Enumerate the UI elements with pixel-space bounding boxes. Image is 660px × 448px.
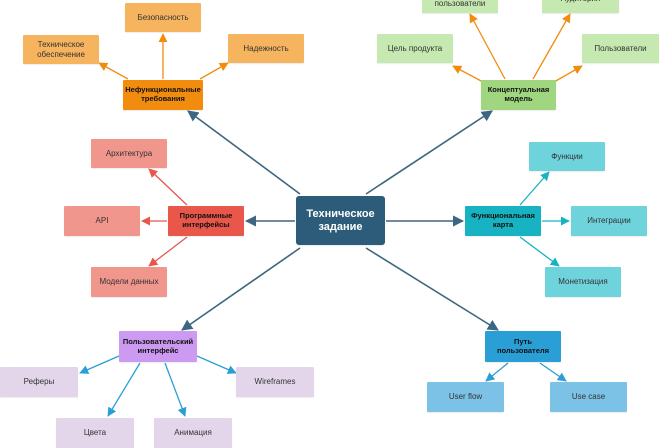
leaf-use-case[interactable]: Use case [550,382,627,412]
edge-functional-functions [519,171,550,206]
edge-nonfunctional-technical [98,62,129,80]
edge-root-user-interface [181,247,301,331]
edge-ui-references [79,355,120,374]
edge-ui-colors [107,362,141,417]
leaf-wireframes[interactable]: Wireframes [236,367,314,397]
leaf-monetization[interactable]: Монетизация [545,267,621,297]
edge-root-nonfunctional [187,110,301,195]
hub-programming-interfaces[interactable]: Программные интерфейсы [168,206,244,236]
edge-nonfunctional-reliability [199,62,229,80]
edge-ui-animation [164,362,187,417]
leaf-target-users[interactable]: Целевые пользователи [422,0,498,13]
leaf-security[interactable]: Безопасность [125,3,201,32]
leaf-colors[interactable]: Цвета [56,418,134,448]
edge-conceptual-product-goal [452,65,484,83]
leaf-user-flow[interactable]: User flow [427,382,504,412]
edge-functional-monetization [519,236,560,267]
leaf-animation[interactable]: Анимация [154,418,232,448]
hub-user-path[interactable]: Путь пользователя [485,331,561,362]
edge-conceptual-users [553,65,583,83]
edge-ui-wireframes [196,355,237,374]
leaf-technical-support[interactable]: Техническое обеспечение [23,35,99,64]
hub-functional-map[interactable]: Функциональная карта [465,206,541,236]
hub-user-interface[interactable]: Пользовательский интерфейс [119,331,197,362]
hub-conceptual[interactable]: Концептуальная модель [481,80,556,110]
edge-conceptual-target-users [469,13,506,80]
leaf-reliability[interactable]: Надежность [228,34,304,63]
edge-userpath-usecase [539,362,567,382]
edge-userpath-userflow [485,362,509,382]
root-node[interactable]: Техническое задание [296,196,385,245]
edge-programming-architecture [148,168,188,206]
edge-programming-data-models [148,236,188,267]
edge-conceptual-audience [532,13,571,80]
leaf-audience[interactable]: Аудитория [542,0,619,13]
leaf-product-goal[interactable]: Цель продукта [377,34,453,63]
leaf-references[interactable]: Реферы [0,367,78,397]
leaf-integrations[interactable]: Интеграции [571,206,647,236]
leaf-data-models[interactable]: Модели данных [91,267,167,297]
leaf-functions[interactable]: Функции [529,142,605,171]
edge-root-user-path [365,247,499,331]
leaf-architecture[interactable]: Архитектура [91,139,167,168]
hub-nonfunctional[interactable]: Нефункциональные требования [123,80,203,110]
leaf-users[interactable]: Пользователи [582,34,659,63]
edge-root-conceptual [365,110,493,195]
leaf-api[interactable]: API [64,206,140,236]
